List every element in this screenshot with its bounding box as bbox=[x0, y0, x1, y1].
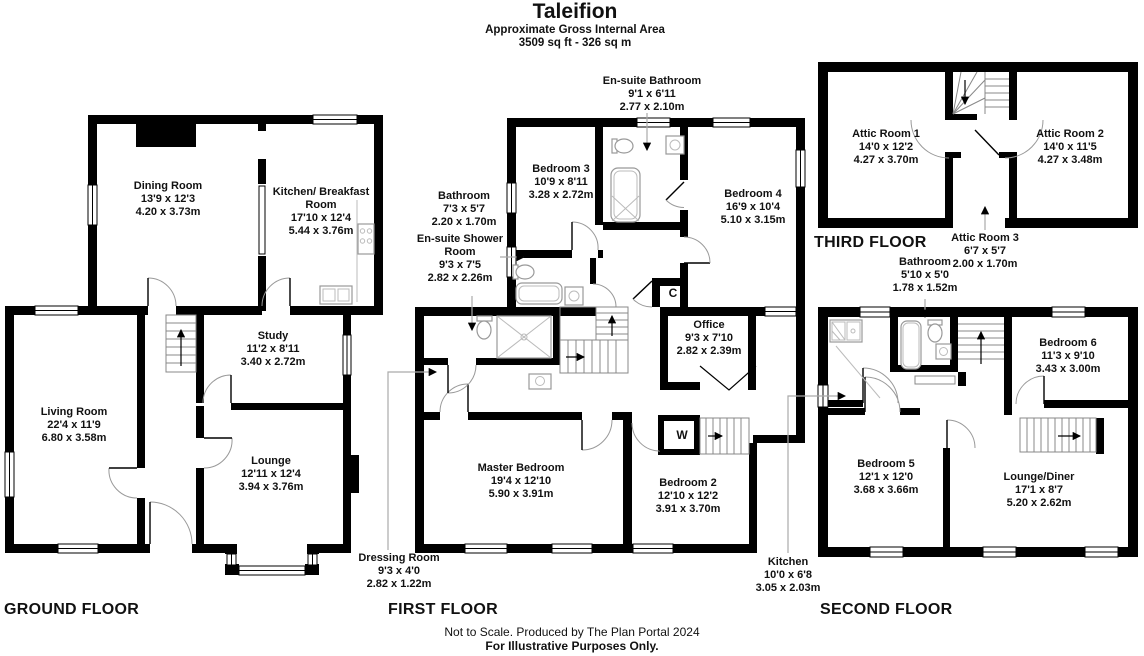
toilet-icon bbox=[476, 315, 493, 322]
third-walls bbox=[818, 62, 1138, 228]
sink-icon bbox=[528, 373, 552, 390]
first-stairs2-icon bbox=[699, 417, 750, 455]
room-label-attic-room-2: Attic Room 2 14'0 x 11'5 4.27 x 3.48m bbox=[1036, 128, 1104, 166]
sink-icon bbox=[935, 343, 952, 360]
fireplace-icon bbox=[136, 115, 196, 147]
second-floor-plan bbox=[817, 306, 1138, 558]
room-label-kitchen-second: Kitchen 10'0 x 6'8 3.05 x 2.03m bbox=[755, 556, 821, 594]
first-floor-plan bbox=[415, 117, 806, 554]
room-label-living-room: Living Room 22'4 x 11'9 6.80 x 3.58m bbox=[40, 406, 108, 444]
ground-walls bbox=[5, 115, 383, 575]
room-label-attic-room-1: Attic Room 1 14'0 x 12'2 4.27 x 3.70m bbox=[852, 128, 920, 166]
room-label-dining-room: Dining Room 13'9 x 12'3 4.20 x 3.73m bbox=[133, 180, 203, 218]
room-label-dressing-room: Dressing Room 9'3 x 4'0 2.82 x 1.22m bbox=[358, 552, 440, 590]
room-label-attic-room-3: Attic Room 3 6'7 x 5'7 2.00 x 1.70m bbox=[951, 232, 1019, 270]
chimney-breast bbox=[351, 455, 359, 493]
bath-icon bbox=[900, 320, 922, 370]
wardrobe-label: W bbox=[676, 428, 688, 442]
first-fixtures bbox=[476, 135, 685, 390]
floor-label-first: FIRST FLOOR bbox=[388, 601, 498, 618]
ground-stairs-icon bbox=[165, 314, 197, 373]
room-label-bedroom-3: Bedroom 3 10'9 x 8'11 3.28 x 2.72m bbox=[528, 163, 594, 201]
gross-area: 3509 sq ft - 326 sq m bbox=[518, 37, 632, 49]
room-label-study: Study 11'2 x 8'11 3.40 x 2.72m bbox=[240, 330, 306, 368]
bath-icon bbox=[610, 167, 641, 223]
shelf-icon bbox=[914, 375, 956, 385]
page-title: Taleifion bbox=[532, 0, 618, 23]
sink-icon bbox=[319, 285, 353, 305]
leader-lines bbox=[387, 113, 990, 553]
room-label-master-bedroom: Master Bedroom 19'4 x 12'10 5.90 x 3.91m bbox=[477, 462, 565, 500]
cupboard-label: C bbox=[668, 286, 678, 300]
bifold-door-icon bbox=[699, 365, 757, 391]
room-label-bathroom-second: Bathroom 5'10 x 5'0 1.78 x 1.52m bbox=[892, 256, 958, 294]
front-door bbox=[149, 501, 193, 545]
room-label-ensuite-shower-room: En-suite Shower Room 9'3 x 7'5 2.82 x 2.… bbox=[416, 233, 504, 284]
room-label-bedroom-4: Bedroom 4 16'9 x 10'4 5.10 x 3.15m bbox=[720, 188, 786, 226]
room-label-bedroom-5: Bedroom 5 12'1 x 12'0 3.68 x 3.66m bbox=[853, 458, 919, 496]
ground-kitchen-fixtures bbox=[319, 200, 375, 305]
first-stairs-icon bbox=[559, 306, 629, 374]
room-label-office: Office 9'3 x 7'10 2.82 x 2.39m bbox=[676, 319, 742, 357]
sink-icon bbox=[564, 286, 584, 306]
floor-label-ground: GROUND FLOOR bbox=[4, 601, 140, 618]
first-windows bbox=[464, 117, 806, 554]
first-doors bbox=[439, 181, 757, 452]
bath-icon bbox=[515, 282, 563, 305]
room-label-ensuite-bathroom: En-suite Bathroom 9'1 x 6'11 2.77 x 2.10… bbox=[602, 75, 702, 113]
room-label-bedroom-2: Bedroom 2 12'10 x 12'2 3.91 x 3.70m bbox=[655, 477, 721, 515]
floor-label-second: SECOND FLOOR bbox=[820, 601, 953, 618]
second-fixtures bbox=[829, 319, 956, 399]
ground-doors bbox=[108, 277, 291, 545]
sink-icon bbox=[665, 135, 685, 155]
room-label-bedroom-6: Bedroom 6 11'3 x 9'10 3.43 x 3.00m bbox=[1035, 337, 1101, 375]
second-walls bbox=[818, 307, 1138, 557]
first-walls bbox=[415, 118, 805, 553]
room-label-lounge: Lounge 12'11 x 12'4 3.94 x 3.76m bbox=[238, 455, 304, 493]
room-label-lounge-diner: Lounge/Diner 17'1 x 8'7 5.20 x 2.62m bbox=[1003, 471, 1075, 509]
floor-label-third: THIRD FLOOR bbox=[814, 234, 927, 251]
second-doors bbox=[862, 367, 1045, 449]
room-label-bathroom-first: Bathroom 7'3 x 5'7 2.20 x 1.70m bbox=[431, 190, 497, 228]
hob-icon bbox=[357, 223, 375, 255]
ground-windows bbox=[4, 114, 358, 576]
title-block: Taleifion Approximate Gross Internal Are… bbox=[485, 0, 665, 50]
open-plan-divider bbox=[258, 185, 266, 255]
ground-floor-plan bbox=[4, 114, 383, 576]
third-doors bbox=[910, 119, 1044, 159]
second-stairs-icon bbox=[958, 323, 1004, 364]
subtitle: Approximate Gross Internal Area bbox=[485, 24, 665, 36]
kitchen-sink-icon bbox=[829, 319, 863, 343]
second-stairs2-icon bbox=[1019, 417, 1097, 453]
footer-disclaimer: Not to Scale. Produced by The Plan Porta… bbox=[444, 625, 700, 639]
footer-illustrative: For Illustrative Purposes Only. bbox=[485, 639, 659, 653]
room-label-kitchen-breakfast: Kitchen/ Breakfast Room 17'10 x 12'4 5.4… bbox=[272, 186, 370, 237]
third-floor-plan bbox=[818, 62, 1138, 228]
third-stairs-icon bbox=[952, 71, 1009, 115]
